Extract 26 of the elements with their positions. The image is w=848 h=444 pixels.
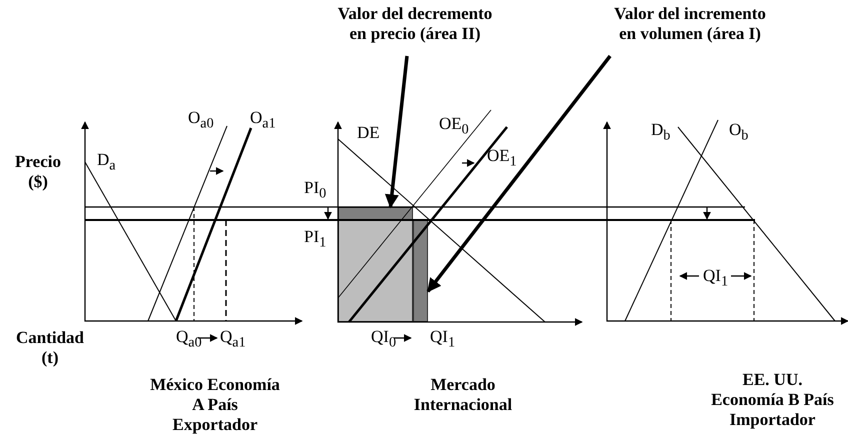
curve-label: OE$_{0}$	[439, 114, 469, 140]
curve-label: D$_{a}$	[97, 150, 116, 176]
shaded-area	[413, 220, 428, 322]
curve-label: OE$_{1}$	[487, 146, 517, 172]
panel-title: EE. UU. Economía B País Importador	[710, 370, 835, 430]
curve-label: DE	[357, 123, 380, 143]
axis-label: Precio ($)	[14, 152, 62, 192]
shaded-area	[338, 220, 413, 322]
curve-label: O$_{a1}$	[250, 108, 276, 134]
price-label: PI$_{0}$	[304, 178, 326, 204]
leader-arrow	[384, 56, 409, 208]
axis-label: QI$_{1}$	[430, 327, 456, 352]
leader-arrow	[426, 54, 612, 292]
curve-label: O$_{b}$	[729, 120, 748, 146]
panel-title: México Economía A País Exportador	[150, 375, 280, 435]
axis-label: Cantidad (t)	[14, 328, 86, 368]
axis-label: QI$_{0}$	[371, 327, 396, 352]
axis-label: Q$_{a1}$	[220, 327, 246, 352]
curve-label: D$_{b}$	[651, 120, 670, 146]
price-label: PI$_{1}$	[304, 227, 326, 252]
curve-label: O$_{a0}$	[188, 108, 214, 134]
callout-text: Valor del decremento en precio (área II)	[335, 4, 495, 56]
quantity-label: QI$_{1}$	[703, 266, 728, 292]
panel-title: Mercado Internacional	[412, 375, 514, 415]
callout-text: Valor del incremento en volumen (área I)	[605, 4, 775, 56]
axis-label: Q$_{a0}$	[176, 327, 202, 352]
